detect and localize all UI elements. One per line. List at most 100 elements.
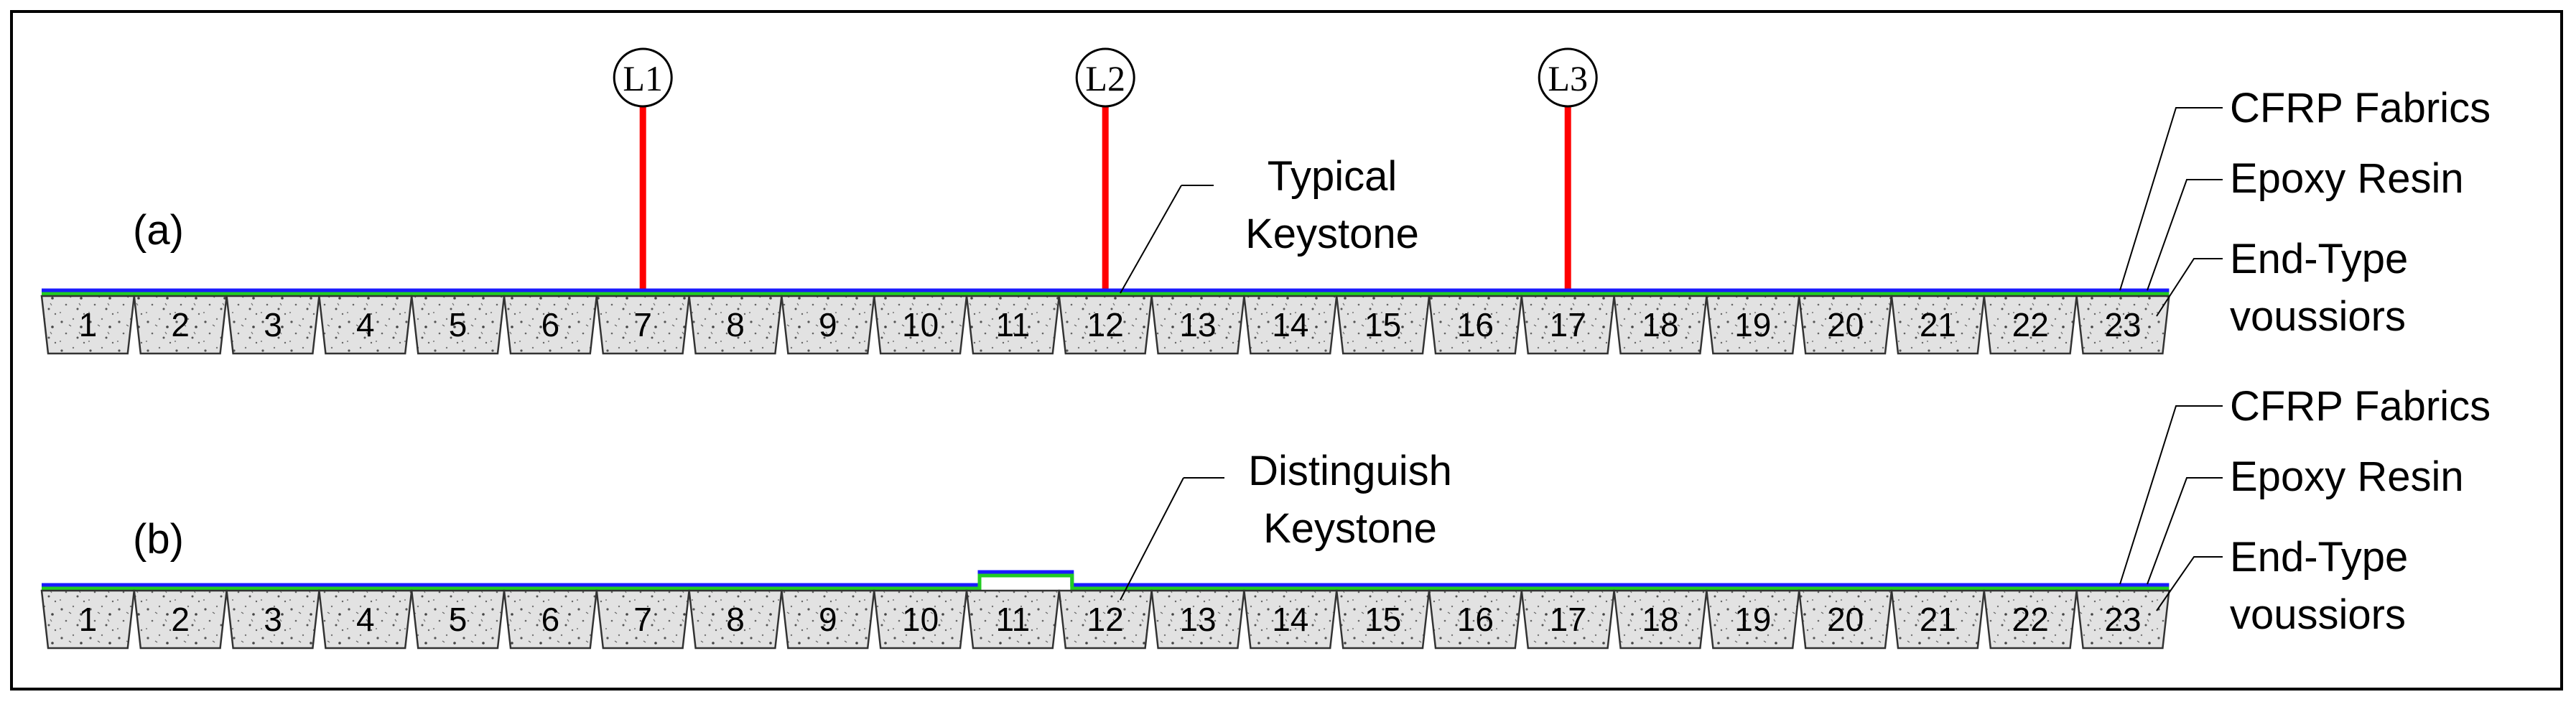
voussoir-number: 7 — [633, 601, 652, 638]
layer-callouts-b: CFRP Fabrics Epoxy Resin End-Type voussi… — [2119, 383, 2491, 638]
voussoir-number: 8 — [726, 306, 745, 343]
b-voussoir-20: 20 — [1798, 589, 1893, 650]
keystone-label-a: Keystone — [1245, 211, 1419, 257]
a-voussoir-19: 19 — [1706, 295, 1800, 355]
voussoir-number: 22 — [2012, 306, 2049, 343]
voussiors-label-b: voussiors — [2230, 591, 2406, 638]
a-voussoir-5: 5 — [410, 295, 506, 355]
a-voussoir-23: 23 — [2075, 295, 2170, 355]
cfrp-layer — [42, 570, 2170, 587]
voussoir-number: 14 — [1272, 601, 1308, 638]
load-l3: L3 — [1538, 47, 1598, 292]
a-voussoir-12: 12 — [1058, 295, 1153, 355]
voussoir-number: 1 — [79, 601, 98, 638]
voussoir-number: 2 — [171, 601, 190, 638]
voussoir-number: 3 — [264, 306, 282, 343]
b-voussoir-18: 18 — [1613, 589, 1708, 650]
a-voussoir-10: 10 — [873, 295, 968, 355]
a-voussoir-2: 2 — [133, 295, 228, 355]
b-voussoir-7: 7 — [595, 589, 690, 650]
voussoir-number: 9 — [819, 601, 837, 638]
voussoir-number: 21 — [1920, 601, 1956, 638]
layer-callouts-a: CFRP Fabrics Epoxy Resin End-Type voussi… — [2119, 85, 2491, 340]
distinguish-label: Distinguish — [1248, 448, 1452, 494]
a-voussoir-3: 3 — [225, 295, 320, 355]
b-voussoir-21: 21 — [1890, 589, 1986, 650]
a-voussoir-9: 9 — [781, 295, 875, 355]
voussoir-number: 23 — [2104, 306, 2141, 343]
voussoir-number: 20 — [1827, 601, 1864, 638]
voussoir-number: 12 — [1087, 306, 1124, 343]
voussoir-number: 9 — [819, 306, 837, 343]
epoxy-resin-label-b: Epoxy Resin — [2230, 453, 2464, 500]
voussoir-number: 12 — [1087, 601, 1124, 638]
b-voussoir-22: 22 — [1983, 589, 2078, 650]
a-voussoir-7: 7 — [595, 295, 690, 355]
distinguish-keystone-callout: Distinguish Keystone — [1120, 448, 1452, 601]
voussoir-number: 21 — [1920, 306, 1956, 343]
voussoir-number: 19 — [1734, 601, 1771, 638]
b-voussoir-23: 23 — [2075, 589, 2170, 650]
b-voussoir-6: 6 — [503, 589, 598, 650]
voussoir-number: 11 — [996, 601, 1031, 638]
end-type-label-b: End-Type — [2230, 534, 2408, 581]
b-voussoir-16: 16 — [1428, 589, 1523, 650]
a-voussoir-15: 15 — [1335, 295, 1431, 355]
voussoir-number: 18 — [1642, 306, 1678, 343]
voussoir-number: 4 — [356, 306, 375, 343]
b-voussoir-8: 8 — [688, 589, 783, 650]
a-voussoir-6: 6 — [503, 295, 598, 355]
voussoir-number: 7 — [633, 306, 652, 343]
b-voussoir-3: 3 — [225, 589, 320, 650]
voussoir-number: 17 — [1550, 601, 1586, 638]
a-voussoir-14: 14 — [1243, 295, 1338, 355]
a-voussoir-21: 21 — [1890, 295, 1986, 355]
load-label: L3 — [1548, 58, 1588, 98]
panel-b-tag: (b) — [133, 516, 184, 563]
a-voussoir-17: 17 — [1520, 295, 1615, 355]
keystone-label-b: Keystone — [1263, 505, 1437, 552]
voussoir-number: 4 — [356, 601, 375, 638]
typical-label: Typical — [1268, 153, 1398, 200]
voussoir-number: 3 — [264, 601, 282, 638]
load-label: L1 — [623, 58, 663, 98]
b-voussoir-13: 13 — [1150, 589, 1245, 650]
b-voussoir-12: 12 — [1058, 589, 1153, 650]
typical-keystone-callout: Typical Keystone — [1120, 153, 1419, 294]
a-voussoir-22: 22 — [1983, 295, 2078, 355]
load-label: L2 — [1085, 58, 1125, 98]
b-voussoir-14: 14 — [1243, 589, 1338, 650]
voussoir-number: 6 — [541, 306, 560, 343]
b-voussoir-2: 2 — [133, 589, 228, 650]
b-voussoir-19: 19 — [1706, 589, 1800, 650]
b-voussoir-17: 17 — [1520, 589, 1615, 650]
a-voussoir-13: 13 — [1150, 295, 1245, 355]
voussoir-number: 10 — [902, 601, 939, 638]
b-voussoir-5: 5 — [410, 589, 506, 650]
voussoir-number: 20 — [1827, 306, 1864, 343]
load-lines: L1 L2 L3 — [613, 47, 1598, 292]
b-voussoir-1: 1 — [40, 589, 136, 650]
load-l1: L1 — [613, 47, 673, 292]
cfrp-fabrics-label-a: CFRP Fabrics — [2230, 85, 2491, 131]
voussoir-number: 10 — [902, 306, 939, 343]
voussoir-number: 5 — [449, 601, 468, 638]
voussoir-number: 13 — [1179, 601, 1216, 638]
voussoir-number: 17 — [1550, 306, 1586, 343]
b-voussoir-11: 11 — [965, 589, 1061, 650]
voussoir-number: 2 — [171, 306, 190, 343]
b-voussoir-10: 10 — [873, 589, 968, 650]
epoxy-layer — [42, 573, 2170, 591]
end-type-label-a: End-Type — [2230, 236, 2408, 282]
a-voussoir-4: 4 — [318, 295, 413, 355]
voussoir-number: 19 — [1734, 306, 1771, 343]
cfrp-fabrics-label-b: CFRP Fabrics — [2230, 383, 2491, 430]
a-voussoir-18: 18 — [1613, 295, 1708, 355]
voussoir-number: 14 — [1272, 306, 1308, 343]
b-voussoir-15: 15 — [1335, 589, 1431, 650]
voussoir-number: 5 — [449, 306, 468, 343]
